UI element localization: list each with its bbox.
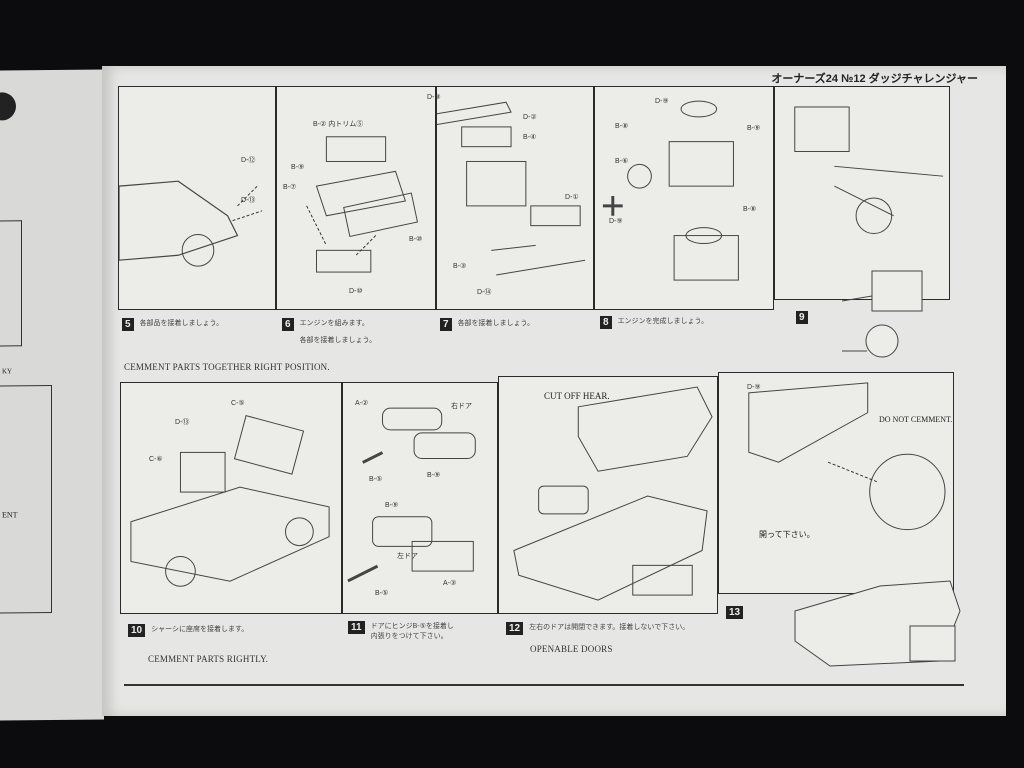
instruction-page: オーナーズ24 №12 ダッジチャレンジャー D-⑫ D-⑬ B-② 内トリム⑤… (102, 66, 1006, 716)
step-13-car-drawing (794, 580, 961, 667)
panel-step-5: D-⑫ D-⑬ (118, 86, 276, 310)
panel-step-12: CUT OFF HEAR. (498, 376, 718, 614)
part-label: B-⑤ (369, 476, 383, 483)
part-label: B-⑤ (375, 590, 389, 597)
step-text-line: 内張りをつけて下さい。 (370, 633, 448, 640)
part-label: B-⑨ (385, 502, 399, 509)
part-label: B-⑧ (743, 206, 757, 213)
part-label: D-⑬ (175, 419, 190, 426)
step-text: ドアにヒンジB-⑤を接着し内張りをつけて下さい。 (371, 621, 454, 641)
part-label: D-⑨ (609, 218, 623, 225)
part-label: 右ドア (451, 403, 472, 410)
open-note: 開って下さい。 (759, 530, 815, 539)
step-text: シャーシに座席を接着します。 (151, 626, 249, 633)
step-number: 6 (282, 318, 294, 331)
step-number: 9 (796, 311, 808, 324)
binder-hole (0, 92, 16, 121)
cut-off-note: CUT OFF HEAR. (544, 391, 610, 401)
step-text: エンジンを組みます。各部を接着しましょう。 (300, 318, 377, 345)
part-label: D-② (523, 114, 537, 121)
part-label: D-⑨ (655, 98, 669, 105)
step-text: エンジンを完成しましょう。 (617, 318, 709, 325)
do-not-cemment-note: DO NOT CEMMENT. (879, 415, 953, 424)
part-label: B-⑥ (615, 158, 629, 165)
part-label: A-③ (443, 580, 457, 587)
step-number: 10 (128, 624, 146, 637)
step-10-instruction: 10 シャーシに座席を接着します。 (128, 624, 248, 637)
part-label: D-⑭ (477, 289, 492, 296)
step-text: 左右のドアは開閉できます。接着しないで下さい。 (529, 624, 690, 631)
step-7-instruction: 7 各部を接着しましょう。 (440, 318, 534, 331)
part-label: B-④ (523, 134, 537, 141)
step-text-line: ドアにヒンジB-⑤を接着し (370, 623, 454, 630)
left-fragment-2: KY (2, 367, 13, 376)
panel-step-9 (774, 86, 950, 300)
part-label: D-⑩ (349, 288, 363, 295)
part-label: D-③ (427, 94, 441, 101)
step-number: 13 (726, 606, 744, 619)
part-label: D-⑨ (747, 384, 761, 391)
part-label: D-⑬ (241, 197, 256, 204)
part-label: B-⑨ (427, 472, 441, 479)
step-number: 5 (122, 318, 134, 331)
step-number: 7 (440, 318, 452, 331)
step-text-line: エンジンを組みます。 (299, 320, 369, 327)
row2-caption-left: CEMMENT PARTS RIGHTLY. (148, 654, 269, 664)
step-5-instruction: 5 各部品を接着しましょう。 (122, 318, 223, 331)
panel-step-8: D-⑨ B-⑧ B-⑥ B-⑨ B-⑧ D-⑨ (594, 86, 774, 310)
part-label: C-⑤ (231, 400, 245, 407)
step-13-instruction: 13 (726, 606, 744, 619)
part-label: B-⑧ (615, 123, 629, 130)
part-label: A-② (355, 400, 369, 407)
part-label: D-① (565, 194, 579, 201)
step-11-instruction: 11 ドアにヒンジB-⑤を接着し内張りをつけて下さい。 (348, 621, 454, 641)
part-label: B-③ (453, 263, 467, 270)
part-label: B-⑦ (283, 184, 297, 191)
panel-step-10: C-⑤ D-⑬ C-⑥ (120, 382, 342, 614)
step-number: 12 (506, 622, 524, 635)
part-label: 左ドア (397, 553, 418, 560)
page-header: オーナーズ24 №12 ダッジチャレンジャー (771, 73, 978, 85)
part-label: C-⑥ (149, 456, 163, 463)
step-text: 各部を接着しましょう。 (457, 320, 535, 327)
part-label: B-⑨ (291, 164, 305, 171)
row2-caption-mid: OPENABLE DOORS (530, 644, 613, 654)
part-label: B-⑨ (747, 125, 761, 132)
step-text: 各部品を接着しましょう。 (139, 320, 224, 327)
left-table (0, 220, 22, 347)
row1-caption: CEMMENT PARTS TOGETHER RIGHT POSITION. (124, 362, 330, 372)
step-9-instruction: 9 (796, 311, 808, 324)
step-number: 11 (348, 621, 365, 634)
step-6-instruction: 6 エンジンを組みます。各部を接着しましょう。 (282, 318, 376, 345)
previous-page: ENT KY (0, 69, 104, 721)
panel-step-6: B-② 内トリム⑤ B-⑨ B-⑦ B-⑩ D-⑩ (276, 86, 436, 310)
step-text-line: 各部を接着しましょう。 (299, 337, 377, 344)
step-9-detail-drawing (842, 270, 923, 358)
part-label: B-② 内トリム⑤ (313, 121, 364, 128)
step-8-instruction: 8 エンジンを完成しましょう。 (600, 316, 708, 329)
part-label: D-⑫ (241, 157, 256, 164)
left-fragment: ENT (2, 510, 18, 520)
panel-step-7: D-③ D-② B-④ D-① B-③ D-⑭ (427, 86, 594, 310)
step-number: 8 (600, 316, 612, 329)
panel-step-11: A-② 右ドア B-⑤ B-⑨ B-⑨ 左ドア A-③ B-⑤ (342, 382, 498, 614)
step-12-instruction: 12 左右のドアは開閉できます。接着しないで下さい。 (506, 622, 689, 635)
left-panel (0, 385, 52, 614)
panel-step-13: D-⑨ DO NOT CEMMENT. 開って下さい。 (718, 372, 954, 594)
part-label: B-⑩ (409, 236, 423, 243)
bottom-rule (124, 684, 964, 686)
